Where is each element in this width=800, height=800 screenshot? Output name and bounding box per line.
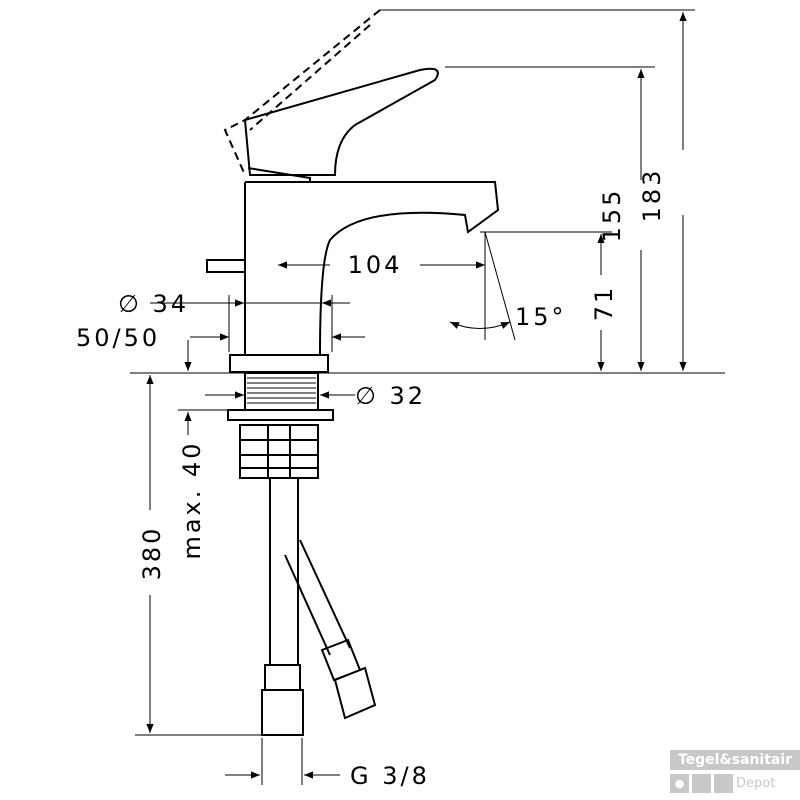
logo-depot: ● Depot bbox=[670, 774, 775, 793]
dim-380: 380 bbox=[138, 526, 166, 581]
logo-tegel-sanitair: Tegel&sanitair bbox=[670, 750, 800, 770]
dim-183: 183 bbox=[638, 168, 666, 223]
dim-155: 155 bbox=[598, 188, 626, 243]
dim-dia32: ∅ 32 bbox=[355, 382, 426, 410]
dim-71: 71 bbox=[590, 285, 618, 322]
dim-g38: G 3/8 bbox=[350, 762, 430, 790]
dim-15deg: 15° bbox=[515, 303, 567, 331]
dim-max40: max. 40 bbox=[178, 440, 206, 559]
dim-50-50: 50/50 bbox=[76, 324, 160, 352]
logo-square bbox=[714, 774, 733, 793]
logo-square bbox=[692, 774, 711, 793]
drop-icon: ● bbox=[670, 774, 689, 793]
dim-dia34: ∅ 34 bbox=[118, 290, 189, 318]
logo-depot-text: Depot bbox=[736, 776, 776, 791]
dim-104: 104 bbox=[348, 251, 403, 279]
